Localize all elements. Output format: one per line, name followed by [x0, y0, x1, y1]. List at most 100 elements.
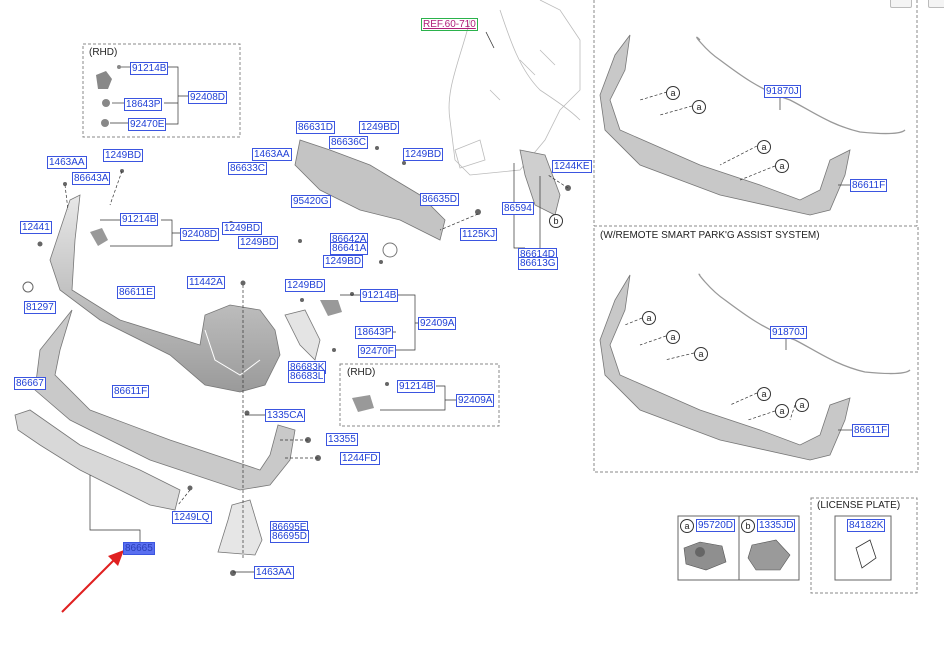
part-label-1463AA[interactable]: 1463AA — [254, 566, 294, 579]
sensor-bracket-mid — [320, 300, 342, 316]
part-label-86633C[interactable]: 86633C — [228, 162, 268, 175]
part-label-86636C[interactable]: 86636C — [329, 136, 369, 149]
wiring-harness-upper — [696, 36, 906, 135]
callout-a: a — [757, 387, 771, 401]
part-label-86635D[interactable]: 86635D — [420, 193, 460, 206]
part-label-92470F[interactable]: 92470F — [358, 345, 396, 358]
callout-a: a — [795, 398, 809, 412]
zoom-out-button[interactable] — [890, 0, 912, 8]
part-label-86613G[interactable]: 86613G — [518, 257, 558, 270]
part-label-84182K[interactable]: 84182K — [847, 519, 886, 532]
parking-sensor-image — [683, 541, 727, 571]
part-label-12441[interactable]: 12441 — [20, 221, 52, 234]
rear-beam — [294, 139, 446, 241]
part-label-1249LQ[interactable]: 1249LQ — [172, 511, 212, 524]
part-label-11442A[interactable]: 11442A — [187, 276, 225, 289]
right-bumper-upper — [599, 34, 851, 216]
part-label-92408D[interactable]: 92408D — [188, 91, 228, 104]
ref-leader — [485, 31, 495, 49]
part-label-81297[interactable]: 81297 — [24, 301, 56, 314]
callout-a: a — [666, 330, 680, 344]
part-label-86611F[interactable]: 86611F — [850, 179, 888, 192]
callout-a: a — [692, 100, 706, 114]
part-label-1244FD[interactable]: 1244FD — [340, 452, 380, 465]
right-leaders — [624, 91, 796, 421]
part-label-1249BD[interactable]: 1249BD — [103, 149, 144, 162]
rhd-mid-box — [339, 363, 500, 427]
part-label-91870J[interactable]: 91870J — [764, 85, 801, 98]
part-label-86641A[interactable]: 86641A — [330, 242, 369, 255]
part-label-13355[interactable]: 13355 — [326, 433, 358, 446]
rhd-note-mid: (RHD) — [347, 367, 376, 378]
license-pad-image — [855, 539, 877, 569]
part-label-95420G[interactable]: 95420G — [291, 195, 331, 208]
right-solid-leaders — [779, 92, 852, 431]
license-plate-note: (LICENSE PLATE) — [817, 500, 901, 511]
part-label-91214B[interactable]: 91214B — [120, 213, 159, 226]
part-label-1463AA[interactable]: 1463AA — [252, 148, 292, 161]
part-label-18643P[interactable]: 18643P — [124, 98, 163, 111]
part-label-1249BD[interactable]: 1249BD — [323, 255, 364, 268]
part-label-91214B[interactable]: 91214B — [130, 62, 169, 75]
right-bumper-lower — [599, 274, 851, 461]
zoom-in-button[interactable] — [928, 0, 944, 8]
part-label-86683L[interactable]: 86683L — [288, 370, 326, 383]
upper-bumper-cover — [49, 194, 281, 393]
red-arrow — [61, 550, 124, 613]
remote-assist-note: (W/REMOTE SMART PARK'G ASSIST SYSTEM) — [600, 230, 820, 241]
part-label-91870J[interactable]: 91870J — [770, 326, 807, 339]
part-label-86594[interactable]: 86594 — [502, 202, 534, 215]
part-label-86667[interactable]: 86667 — [14, 377, 46, 390]
sensor-bracket-rhd — [352, 395, 374, 412]
part-label-1335CA[interactable]: 1335CA — [265, 409, 306, 422]
callout-a: a — [694, 347, 708, 361]
part-label-86695D[interactable]: 86695D — [270, 530, 310, 543]
callout-a: a — [775, 404, 789, 418]
part-label-86611F[interactable]: 86611F — [112, 385, 150, 398]
part-label-1249BD[interactable]: 1249BD — [238, 236, 279, 249]
part-label-1249BD[interactable]: 1249BD — [359, 121, 400, 134]
rhd-note-top: (RHD) — [89, 47, 118, 58]
skid-plate — [14, 409, 181, 511]
dashed-leaders — [64, 170, 569, 560]
part-label-92409A[interactable]: 92409A — [418, 317, 457, 330]
part-label-1249BD[interactable]: 1249BD — [222, 222, 263, 235]
part-label-1463AA[interactable]: 1463AA — [47, 156, 87, 169]
grommet — [382, 242, 398, 258]
callout-a: a — [680, 519, 694, 533]
part-label-86631D[interactable]: 86631D — [296, 121, 336, 134]
part-label-1125KJ[interactable]: 1125KJ — [460, 228, 498, 241]
part-label-86665-highlighted[interactable]: 86665 — [123, 542, 155, 555]
part-label-91214B[interactable]: 91214B — [360, 289, 399, 302]
part-label-18643P[interactable]: 18643P — [355, 326, 394, 339]
sensor-bracket-left — [90, 228, 108, 246]
part-label-1249BD[interactable]: 1249BD — [285, 279, 326, 292]
part-label-95720D[interactable]: 95720D — [696, 519, 736, 532]
callout-a: a — [775, 159, 789, 173]
lower-bumper-cover — [34, 309, 296, 491]
callout-a: a — [642, 311, 656, 325]
remote-assist-box — [593, 225, 919, 473]
part-label-1249BD[interactable]: 1249BD — [403, 148, 444, 161]
rhd-top-leaders — [110, 66, 188, 125]
callout-b: b — [741, 519, 755, 533]
wiring-harness-lower — [698, 273, 911, 375]
license-plate-box — [810, 497, 918, 594]
vehicle-body-outline — [448, 0, 581, 176]
part-label-86611E[interactable]: 86611E — [117, 286, 155, 299]
part-label-86611F[interactable]: 86611F — [852, 424, 890, 437]
part-label-1335JD[interactable]: 1335JD — [757, 519, 796, 532]
reference-link[interactable]: REF.60-710 — [421, 18, 478, 31]
reflector-lamp — [284, 309, 321, 361]
part-label-1244KE[interactable]: 1244KE — [552, 160, 592, 173]
part-label-92408D[interactable]: 92408D — [180, 228, 220, 241]
callout-a: a — [666, 86, 680, 100]
part-label-92470E[interactable]: 92470E — [128, 118, 167, 131]
lower-panel — [217, 499, 263, 556]
callout-b: b — [549, 214, 563, 228]
part-label-91214B[interactable]: 91214B — [397, 380, 436, 393]
part-label-92409A[interactable]: 92409A — [456, 394, 495, 407]
part-label-86643A[interactable]: 86643A — [72, 172, 111, 185]
